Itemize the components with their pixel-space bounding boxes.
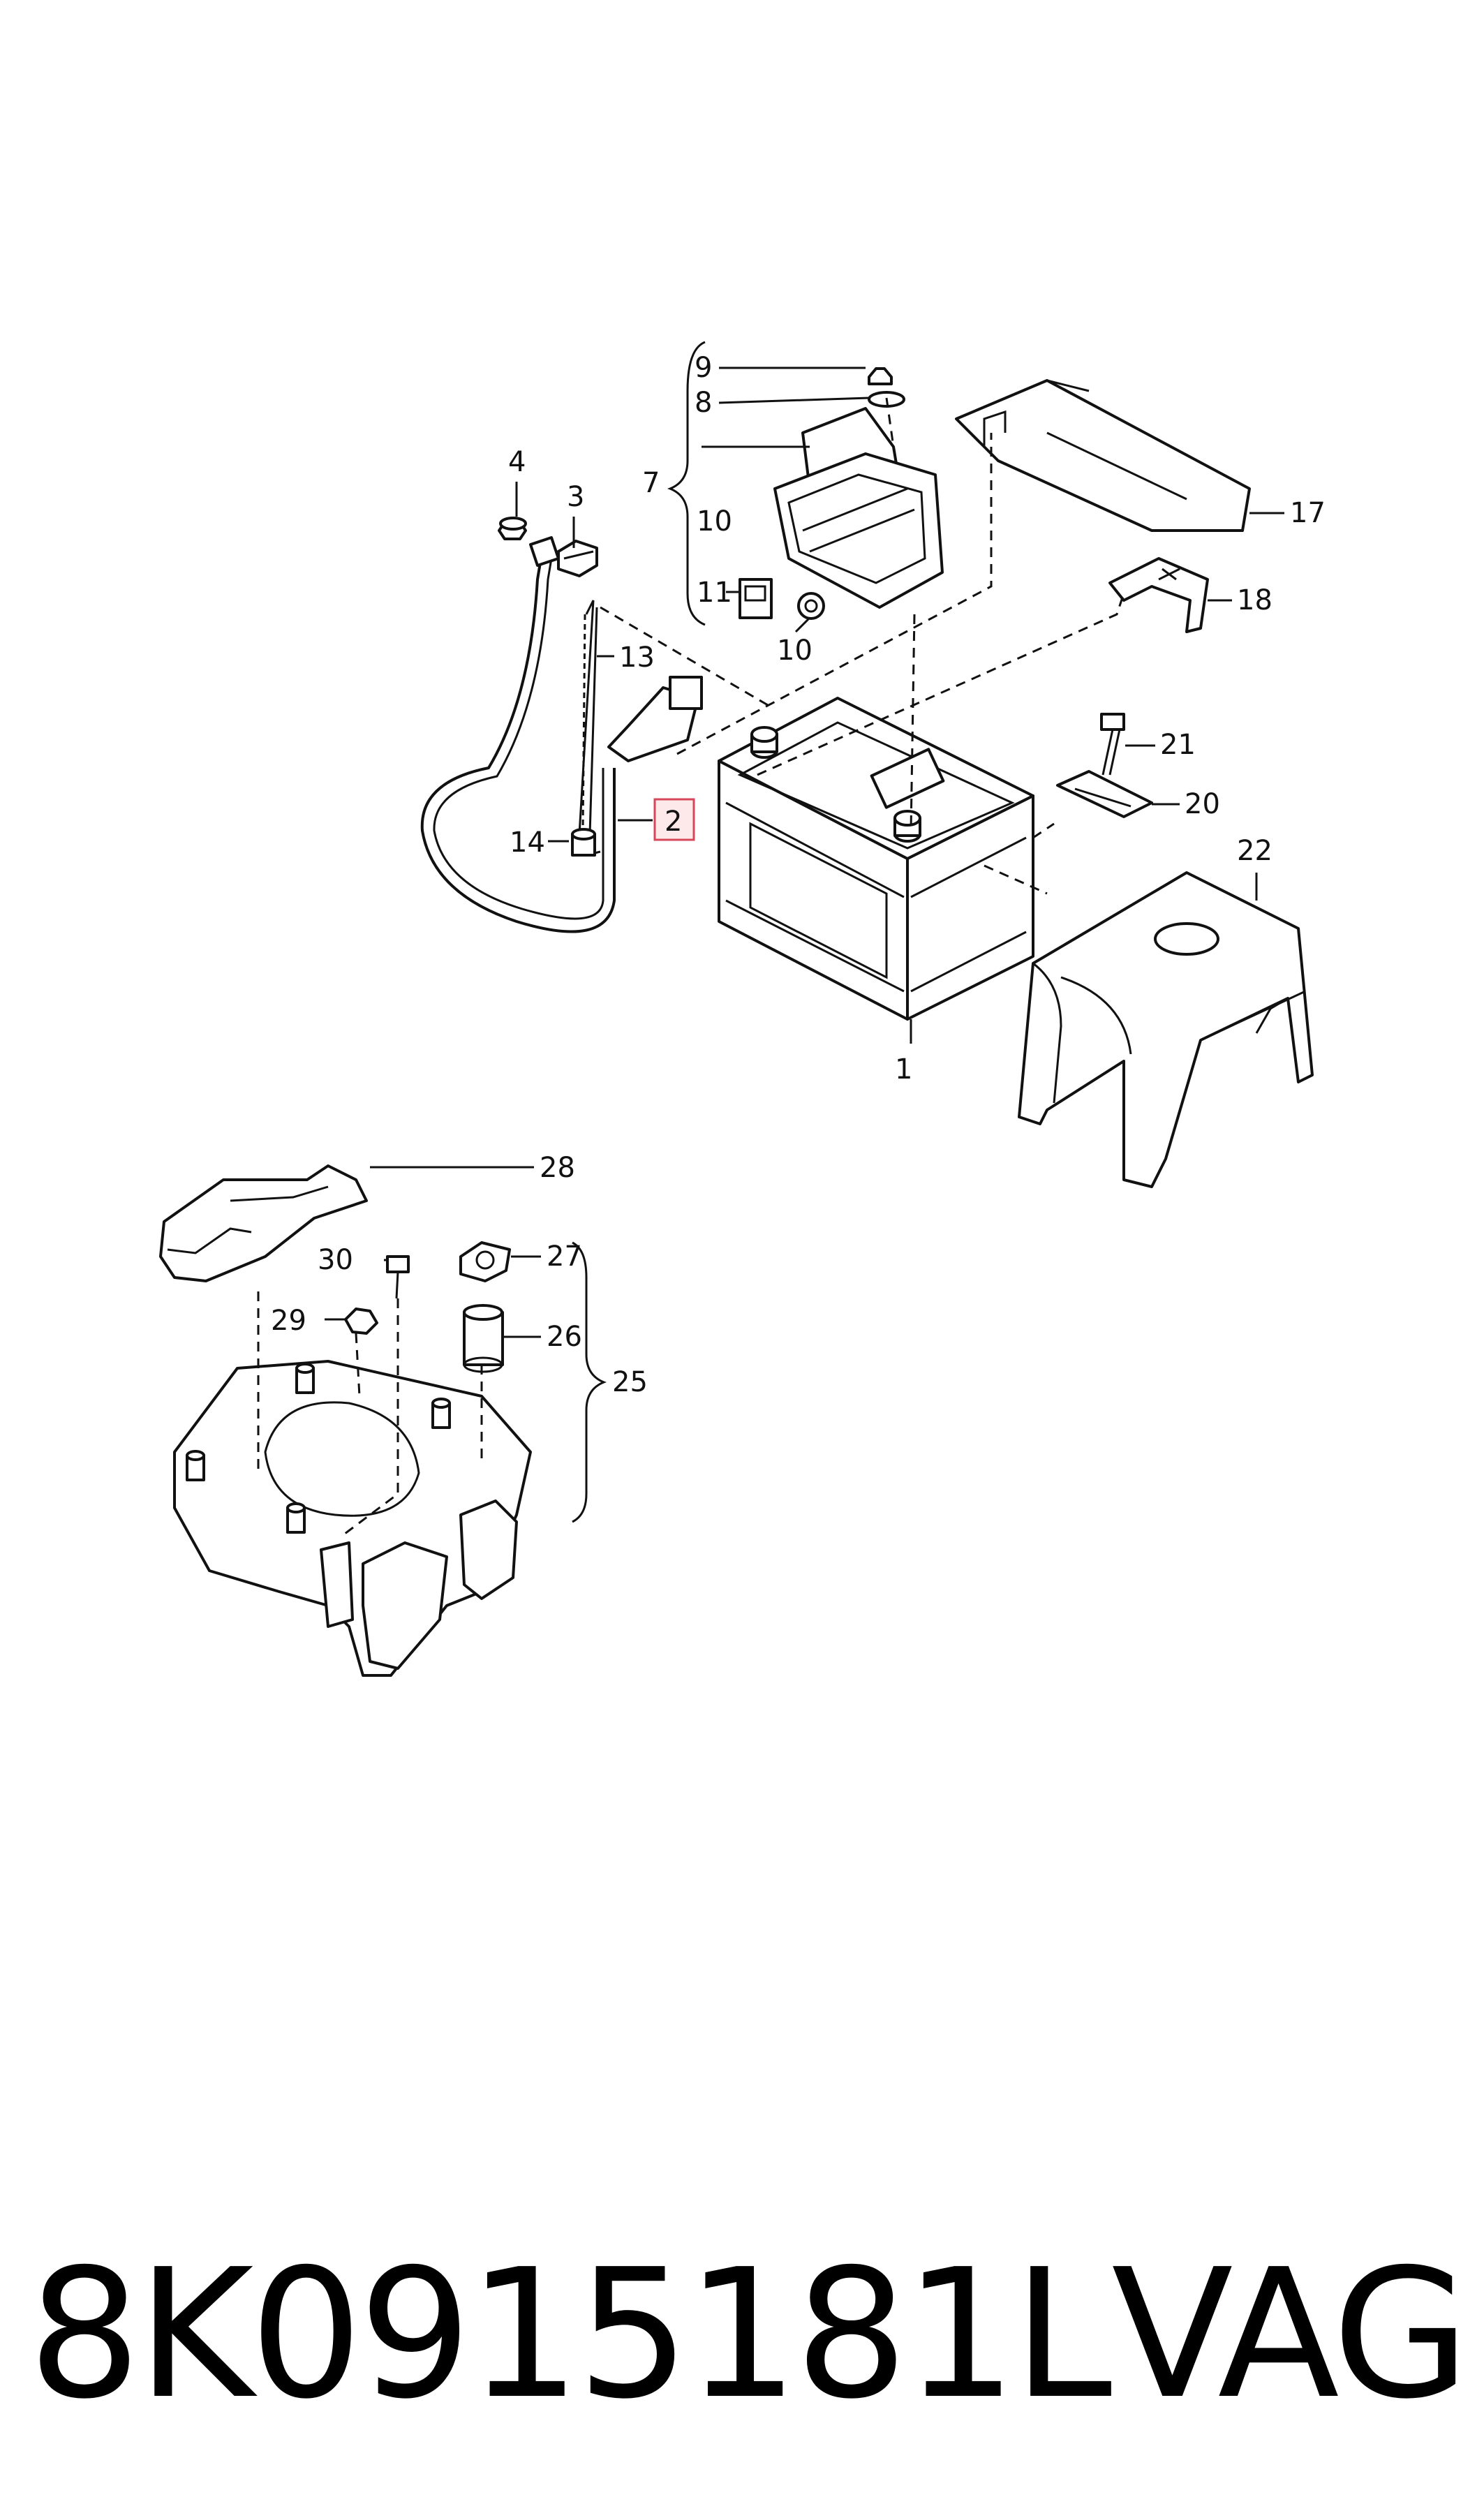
label-7: 7 <box>642 467 660 499</box>
label-22: 22 <box>1237 835 1272 867</box>
label-8: 8 <box>695 387 712 419</box>
label-9: 9 <box>695 352 712 384</box>
leader-lines <box>325 366 1284 1338</box>
brace-25 <box>572 1241 607 1523</box>
label-26: 26 <box>547 1321 582 1353</box>
label-11: 11 <box>697 577 732 609</box>
brace-7 <box>667 341 706 626</box>
connector-dashes-lower <box>257 1291 483 1537</box>
callout-labels: 1 2 3 4 7 8 9 10 10 11 13 14 17 18 20 21… <box>271 352 1326 1398</box>
label-28: 28 <box>540 1152 575 1184</box>
label-3: 3 <box>567 481 584 513</box>
label-4: 4 <box>508 446 526 478</box>
bracket <box>1108 557 1209 633</box>
cables <box>420 536 703 933</box>
part-footer: 8K0915181L VAG <box>28 2220 1470 2450</box>
label-21: 21 <box>1160 729 1196 761</box>
label-10-upper: 10 <box>697 505 732 538</box>
label-25: 25 <box>612 1366 648 1398</box>
label-1: 1 <box>895 1053 912 1086</box>
battery <box>718 697 1034 1021</box>
small-fasteners <box>498 517 598 857</box>
mounting-plate <box>159 1164 532 1677</box>
label-17: 17 <box>1290 497 1326 529</box>
fuse-box-cover-assembly <box>739 367 944 620</box>
label-2: 2 <box>665 806 682 838</box>
terminal-cover <box>955 379 1251 532</box>
label-14: 14 <box>510 827 545 859</box>
label-30: 30 <box>318 1244 353 1276</box>
part-number: 8K0915181L <box>28 2231 1112 2438</box>
highlight-box-part-2 <box>653 798 695 841</box>
label-18: 18 <box>1237 584 1272 616</box>
label-27: 27 <box>547 1241 582 1273</box>
label-29: 29 <box>271 1305 306 1337</box>
label-10-lower: 10 <box>777 635 813 667</box>
brand-name: VAG <box>1111 2231 1470 2438</box>
connector-dashes-upper <box>600 397 1125 895</box>
heat-shield <box>1018 871 1314 1188</box>
label-20: 20 <box>1185 788 1220 820</box>
label-13: 13 <box>619 642 655 674</box>
bolt-and-clamp <box>1056 713 1153 818</box>
